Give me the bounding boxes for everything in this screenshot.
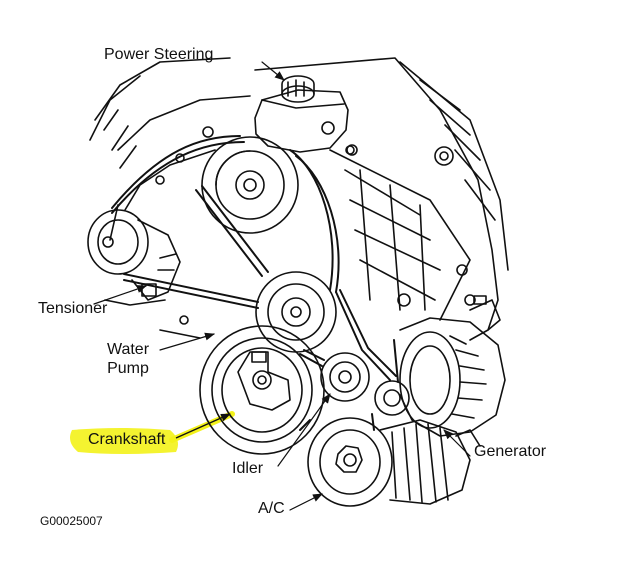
figure-code: G00025007 <box>40 514 103 528</box>
leader-lines <box>93 61 471 511</box>
water-pump-pulley <box>255 271 337 353</box>
label-power-steering: Power Steering <box>104 46 214 63</box>
crankshaft-leader <box>175 413 231 439</box>
tensioner-leader <box>93 285 147 305</box>
ac-leader <box>289 493 323 511</box>
power-steering-leader <box>261 61 285 81</box>
label-ac: A/C <box>258 500 285 517</box>
label-water: Water <box>106 341 150 358</box>
crankshaft-pulley <box>199 325 325 455</box>
label-water-pump: Water Pump <box>100 340 156 378</box>
ac-compressor <box>307 417 481 507</box>
generator-leader <box>443 429 471 457</box>
label-idler: Idler <box>232 460 264 477</box>
label-tensioner: Tensioner <box>38 300 108 317</box>
water-pump-leader <box>159 332 215 351</box>
serpentine-belt <box>111 135 399 431</box>
generator-body <box>399 295 506 437</box>
tensioner-pulley <box>87 209 181 301</box>
power-steering-reservoir <box>254 75 358 156</box>
label-pump: Pump <box>107 360 149 377</box>
crankshaft-highlight <box>70 428 178 454</box>
label-crankshaft: Crankshaft <box>88 431 166 448</box>
power-steering-pulley <box>201 136 299 234</box>
upper-idler-pulley <box>374 380 410 416</box>
idler-pulley <box>320 352 370 402</box>
label-generator: Generator <box>474 443 547 460</box>
engine-block <box>89 57 509 341</box>
idler-leader <box>277 393 331 467</box>
